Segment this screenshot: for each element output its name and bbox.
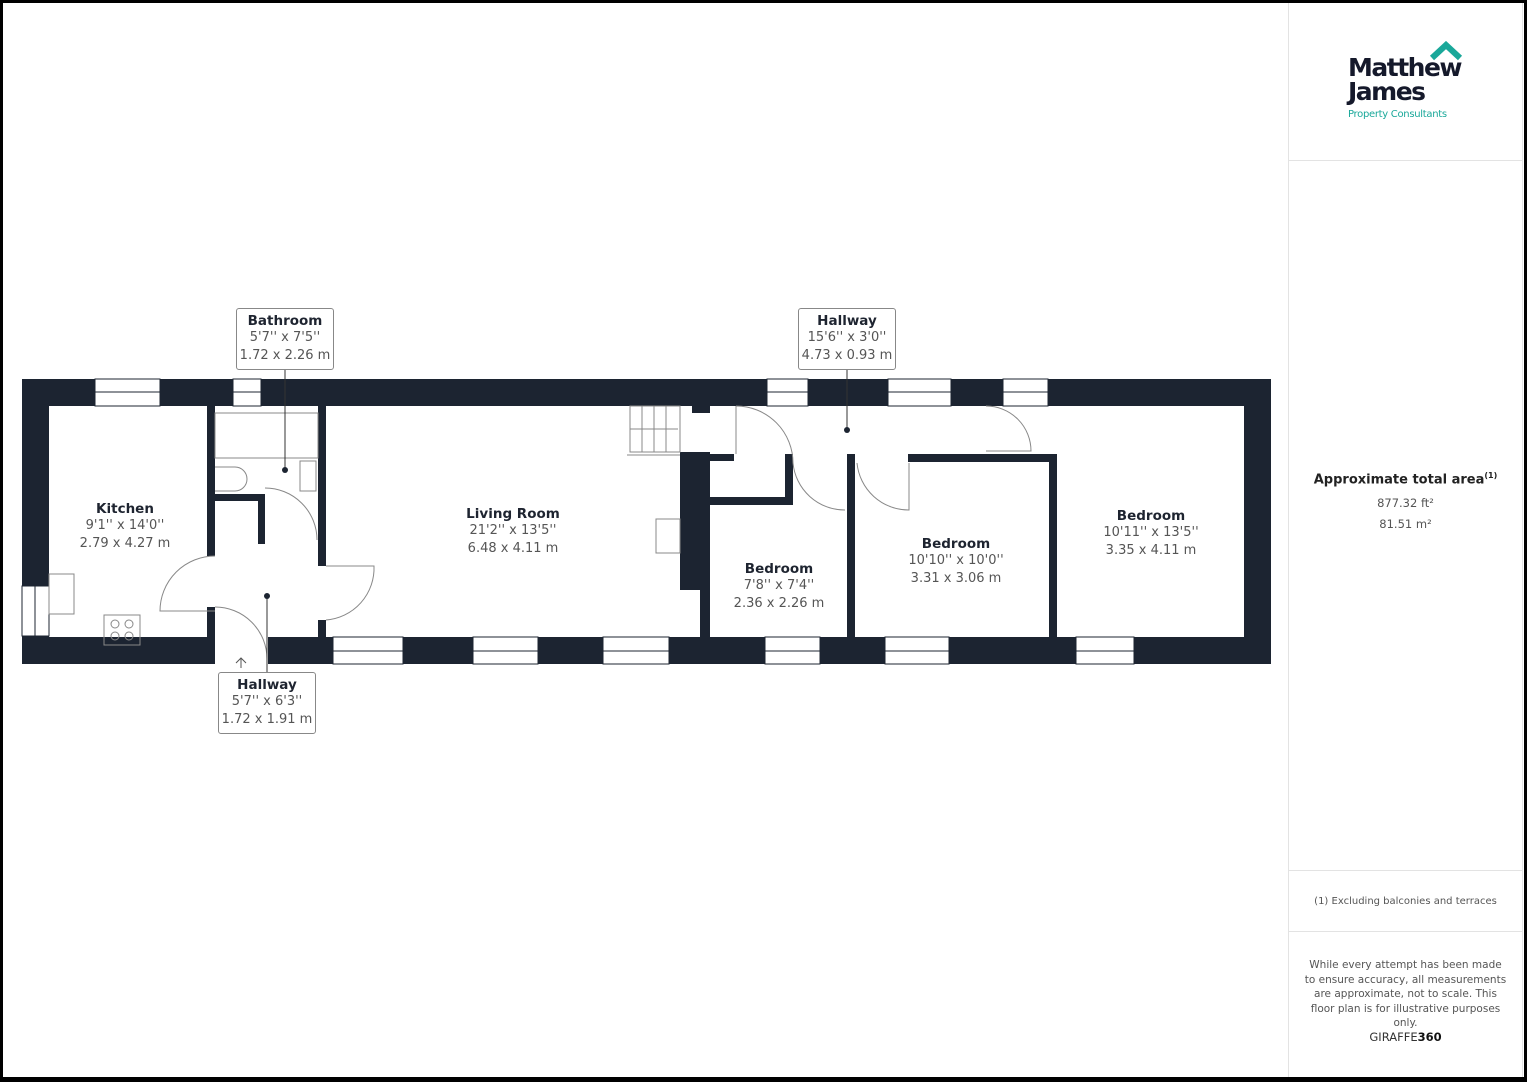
callout-hallway-upper: Hallway 15'6'' x 3'0'' 4.73 x 0.93 m xyxy=(798,308,896,370)
floor-plan-page: Kitchen 9'1'' x 14'0'' 2.79 x 4.27 m Liv… xyxy=(3,3,1524,1077)
logo-wordmark: Matthew James xyxy=(1348,53,1463,106)
total-area: Approximate total area(1) 877.32 ft² 81.… xyxy=(1289,471,1522,531)
area-footnote: (1) Excluding balconies and terraces xyxy=(1289,870,1522,932)
room-metric: 3.35 x 4.11 m xyxy=(1105,543,1197,558)
room-metric: 2.79 x 4.27 m xyxy=(79,536,171,551)
room-imperial: 7'8'' x 7'4'' xyxy=(743,578,815,593)
room-metric: 1.72 x 1.91 m xyxy=(221,712,313,727)
room-metric: 4.73 x 0.93 m xyxy=(801,348,893,363)
room-metric: 6.48 x 4.11 m xyxy=(467,541,559,556)
roof-icon xyxy=(1429,41,1463,61)
company-logo: Matthew James Property Consultants xyxy=(1289,3,1522,161)
room-imperial: 5'7'' x 6'3'' xyxy=(231,694,303,709)
room-bedroom-small: Bedroom 7'8'' x 7'4'' 2.36 x 2.26 m xyxy=(719,561,839,613)
provider-brand: GIRAFFE360 xyxy=(1369,1030,1442,1044)
room-metric: 2.36 x 2.26 m xyxy=(733,596,825,611)
callout-bathroom: Bathroom 5'7'' x 7'5'' 1.72 x 2.26 m xyxy=(236,308,334,370)
room-imperial: 10'10'' x 10'0'' xyxy=(908,553,1004,568)
room-bedroom-middle: Bedroom 10'10'' x 10'0'' 3.31 x 3.06 m xyxy=(891,536,1021,588)
logo-tagline: Property Consultants xyxy=(1348,109,1447,120)
disclaimer-text: While every attempt has been made to ens… xyxy=(1304,959,1507,1029)
room-name: Bathroom xyxy=(247,313,323,329)
room-imperial: 15'6'' x 3'0'' xyxy=(807,330,887,345)
room-metric: 3.31 x 3.06 m xyxy=(910,571,1002,586)
room-name: Kitchen xyxy=(96,501,154,517)
room-bedroom-large: Bedroom 10'11'' x 13'5'' 3.35 x 4.11 m xyxy=(1086,508,1216,560)
room-imperial: 5'7'' x 7'5'' xyxy=(249,330,321,345)
total-area-title: Approximate total area(1) xyxy=(1313,471,1498,488)
floor-plan: Kitchen 9'1'' x 14'0'' 2.79 x 4.27 m Liv… xyxy=(3,3,1288,1077)
room-name: Living Room xyxy=(466,506,560,522)
room-living-room: Living Room 21'2'' x 13'5'' 6.48 x 4.11 … xyxy=(433,506,593,558)
callout-hallway-entrance: Hallway 5'7'' x 6'3'' 1.72 x 1.91 m xyxy=(218,672,316,734)
room-name: Bedroom xyxy=(921,536,991,552)
floor-plan-drawing xyxy=(21,370,1271,672)
room-name: Bedroom xyxy=(1116,508,1186,524)
room-kitchen: Kitchen 9'1'' x 14'0'' 2.79 x 4.27 m xyxy=(65,501,185,553)
area-sqm: 81.51 m² xyxy=(1379,517,1432,532)
room-imperial: 9'1'' x 14'0'' xyxy=(85,518,165,533)
room-imperial: 21'2'' x 13'5'' xyxy=(469,523,557,538)
room-name: Bedroom xyxy=(744,561,814,577)
room-imperial: 10'11'' x 13'5'' xyxy=(1103,525,1199,540)
room-name: Hallway xyxy=(237,677,297,693)
room-metric: 1.72 x 2.26 m xyxy=(239,348,331,363)
room-name: Hallway xyxy=(817,313,877,329)
info-sidebar: Matthew James Property Consultants Appro… xyxy=(1288,3,1523,1077)
area-sqft: 877.32 ft² xyxy=(1377,496,1434,511)
